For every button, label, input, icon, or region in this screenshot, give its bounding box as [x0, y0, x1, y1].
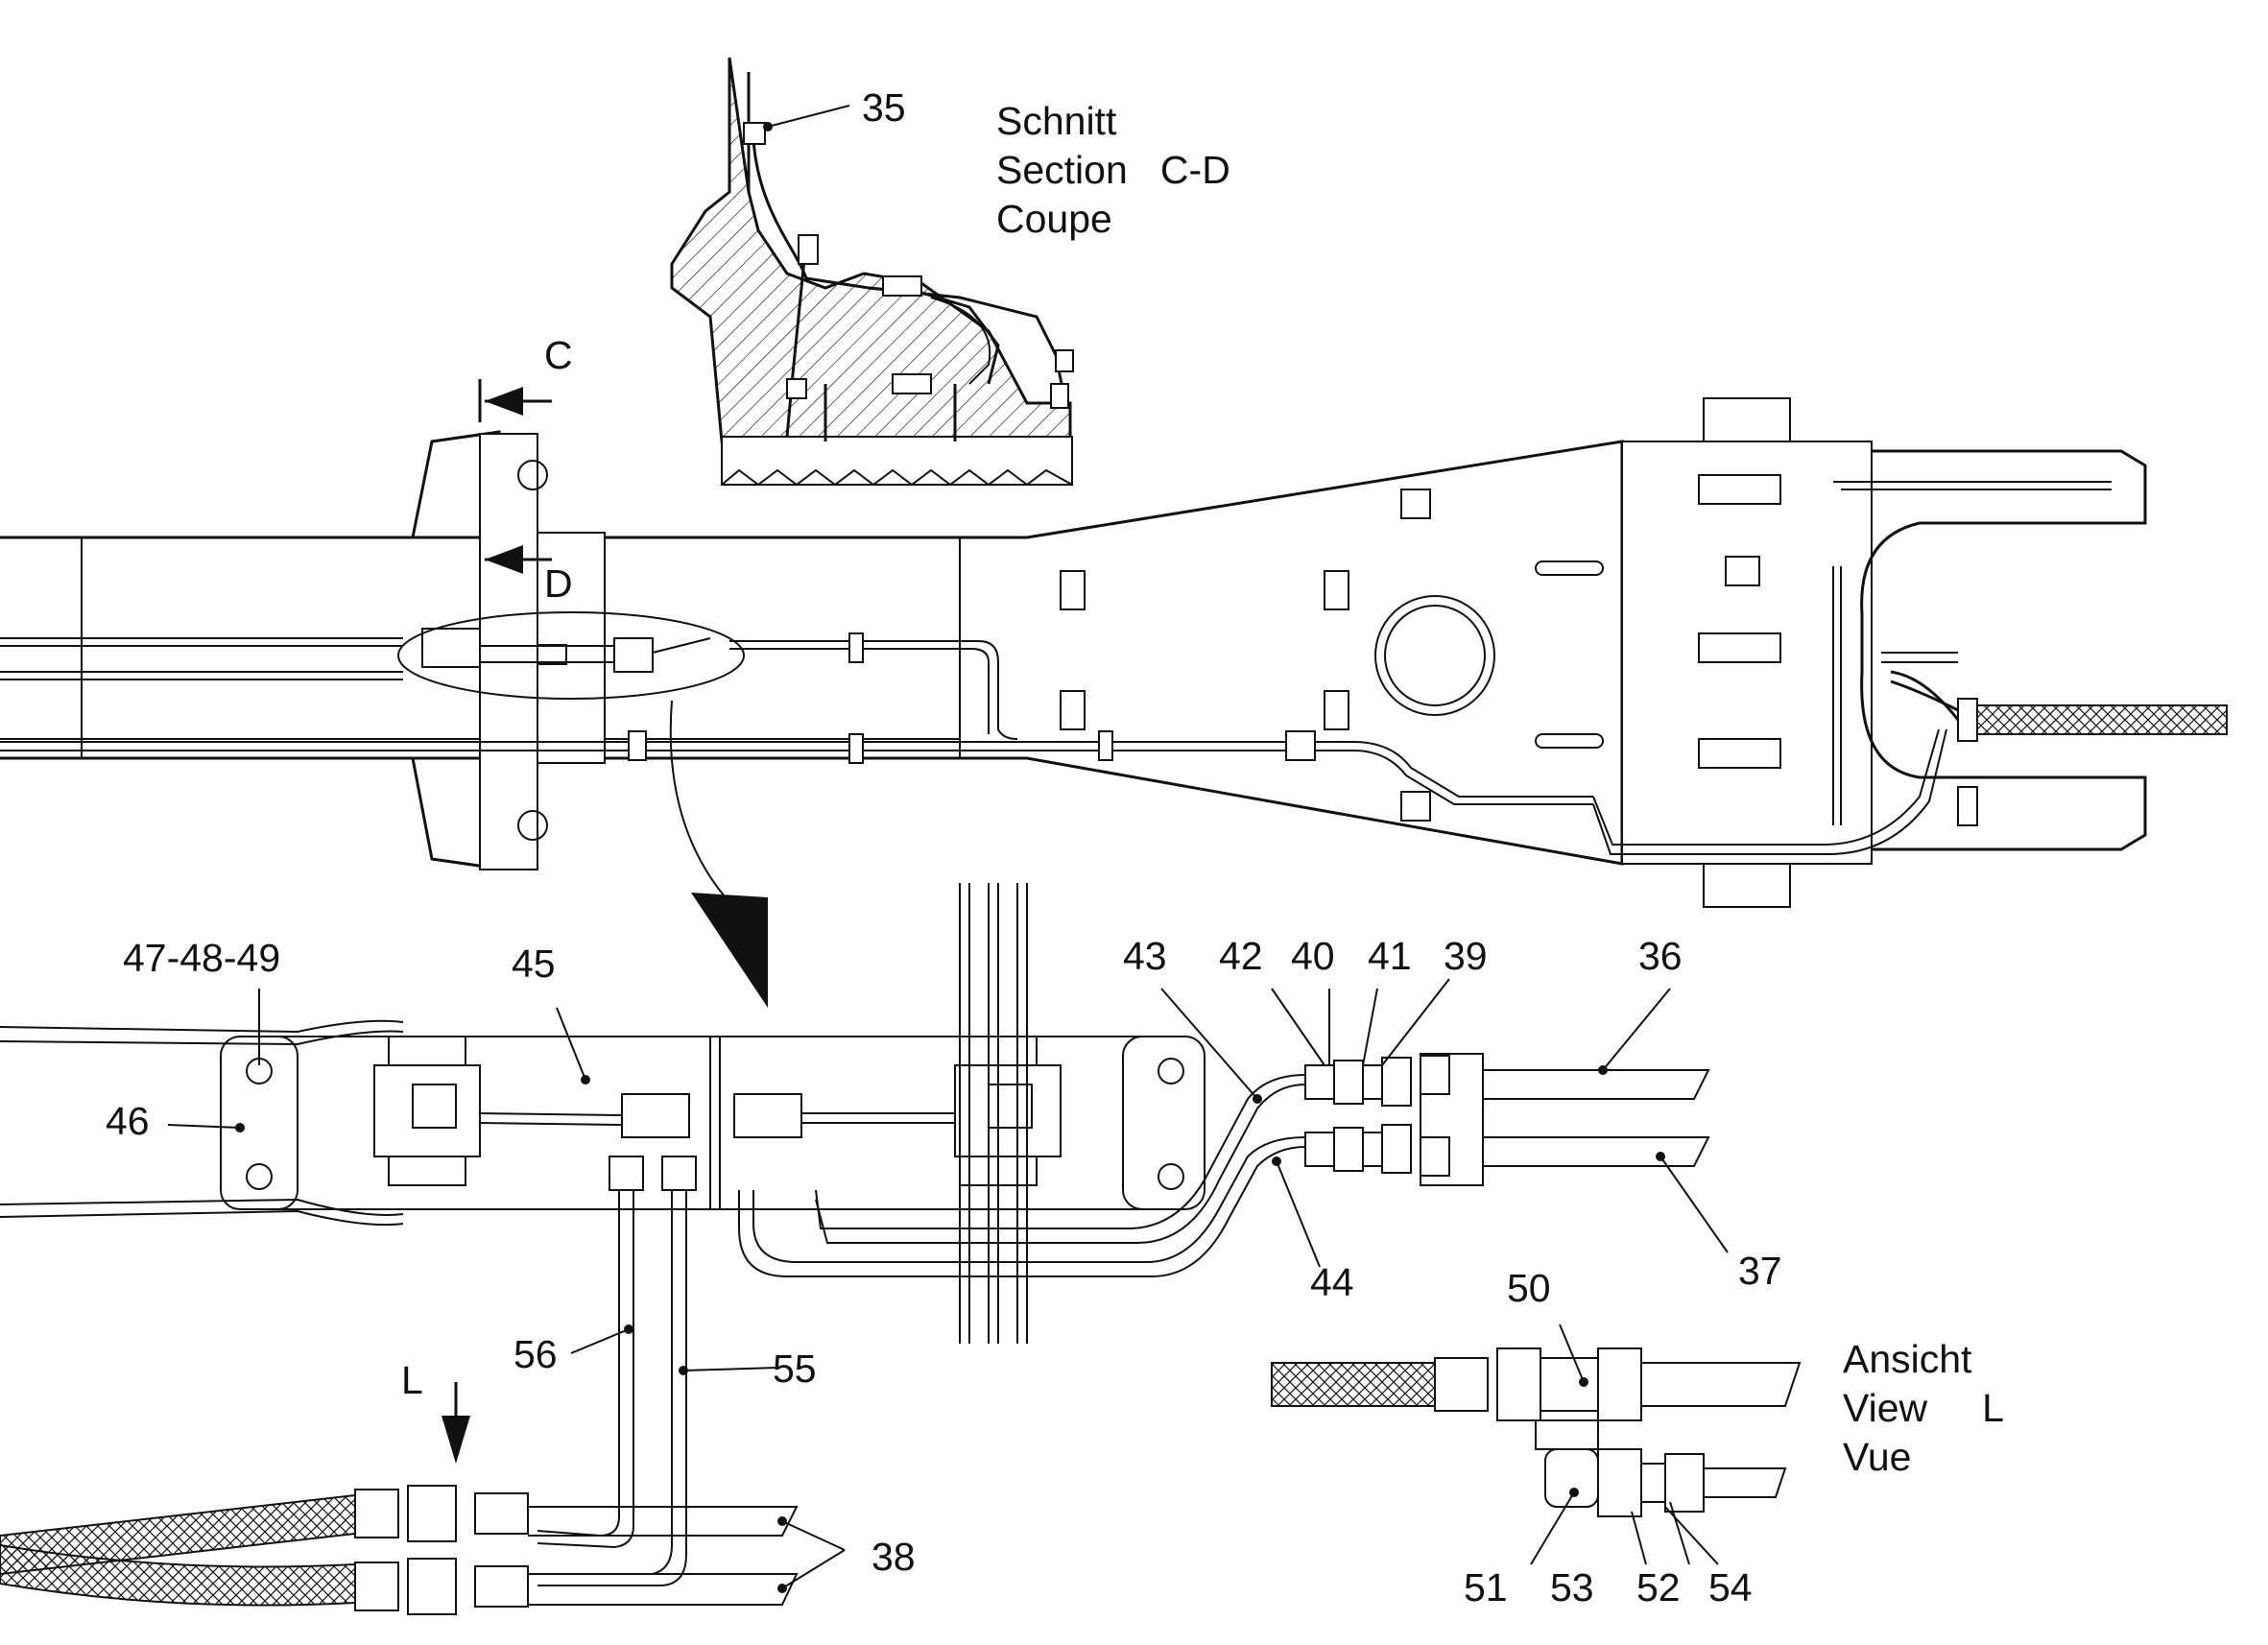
- section-caption-line-1: Schnitt: [996, 99, 1117, 143]
- callout-45: 45: [512, 942, 556, 986]
- view-l-marker-label: L: [401, 1358, 423, 1402]
- callout-55: 55: [773, 1347, 817, 1391]
- callout-dots: [235, 122, 1665, 1593]
- view-l-detail: [1271, 1347, 1802, 1517]
- callout-53: 53: [1550, 1565, 1594, 1609]
- callout-56: 56: [513, 1332, 558, 1376]
- section-break-line: [721, 468, 1073, 487]
- callout-42: 42: [1219, 934, 1263, 978]
- callout-35: 35: [862, 85, 906, 130]
- view-l-caption-line-2: View L: [1843, 1386, 2004, 1430]
- callout-54: 54: [1708, 1565, 1753, 1609]
- callout-52: 52: [1636, 1565, 1681, 1609]
- detail-oval-outline: [397, 611, 745, 700]
- section-base-plate: [721, 436, 1073, 486]
- cut-label-d: D: [544, 561, 573, 606]
- view-l-caption: Ansicht View L Vue: [1843, 1337, 2004, 1479]
- callout-leaders: [167, 105, 1729, 1589]
- callout-labels: 35 36 37 38 39 40 41 42 43 44 45 46 47-4…: [106, 85, 1782, 1609]
- view-l-caption-line-1: Ansicht: [1843, 1337, 1972, 1381]
- slew-opening: [1374, 595, 1495, 716]
- detail-pointer-arrow: [669, 700, 730, 903]
- callout-44: 44: [1310, 1260, 1354, 1304]
- callout-43: 43: [1123, 934, 1167, 978]
- view-l-hose: [1271, 1362, 1436, 1407]
- section-caption: Schnitt Section C-D Coupe: [996, 99, 1230, 241]
- section-caption-line-2: Section C-D: [996, 148, 1230, 192]
- section-cd-detail: [670, 57, 1074, 487]
- callout-50: 50: [1507, 1266, 1551, 1310]
- enlarged-detail: [0, 883, 1710, 1615]
- end-hose-bundle: [1957, 704, 2228, 735]
- callout-41: 41: [1368, 934, 1412, 978]
- cut-label-c: C: [544, 333, 573, 377]
- boom-plan-view: [0, 397, 2228, 908]
- callout-47-48-49: 47-48-49: [123, 936, 280, 980]
- callout-36: 36: [1638, 934, 1683, 978]
- callout-37: 37: [1738, 1249, 1782, 1293]
- section-caption-line-3: Coupe: [996, 197, 1112, 241]
- section-casting: [670, 57, 1072, 443]
- callout-39: 39: [1444, 934, 1488, 978]
- callout-38: 38: [871, 1535, 916, 1579]
- callout-51: 51: [1464, 1565, 1508, 1609]
- callout-40: 40: [1291, 934, 1335, 978]
- section-cut-marks: C D: [478, 333, 573, 606]
- view-l-caption-line-3: Vue: [1843, 1435, 1911, 1479]
- callout-46: 46: [106, 1099, 150, 1143]
- view-l-marker: L: [401, 1358, 470, 1464]
